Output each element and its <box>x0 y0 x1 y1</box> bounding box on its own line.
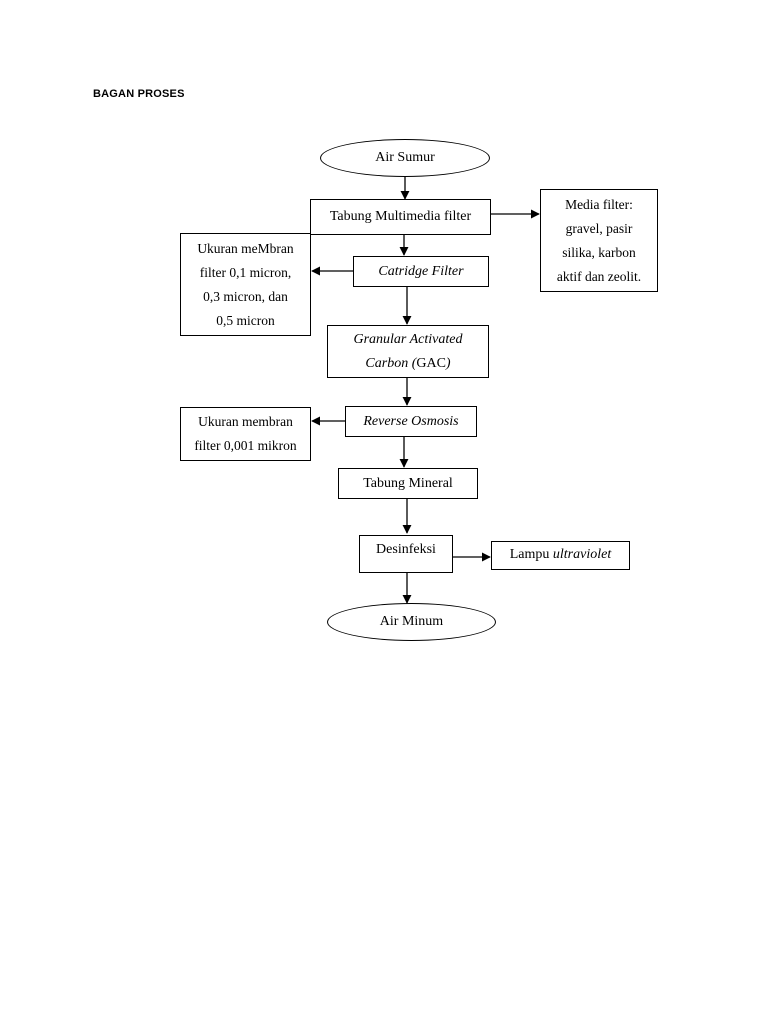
membran-cartridge-line: filter 0,1 micron, <box>199 264 292 280</box>
node-tabung-multimedia-label: Tabung Multimedia filter <box>329 209 472 224</box>
node-air-minum-label: Air Minum <box>379 614 444 629</box>
node-air-sumur: Air Sumur <box>320 139 490 177</box>
node-lampu-uv-label: Lampu ultraviolet <box>510 544 611 566</box>
gac-line2-close: ) <box>445 355 451 371</box>
gac-line1: Granular Activated <box>353 331 463 347</box>
membran-cartridge-line: Ukuran meMbran <box>197 240 294 256</box>
lampu-normal: Lampu <box>509 547 553 562</box>
node-tabung-multimedia: Tabung Multimedia filter <box>310 199 491 235</box>
node-desinfeksi: Desinfeksi <box>359 535 453 573</box>
node-cartridge-filter: Catridge Filter <box>353 256 489 287</box>
membran-ro-line: filter 0,001 mikron <box>194 438 297 453</box>
page-heading: BAGAN PROSES <box>93 88 185 100</box>
node-gac: Granular Activated Carbon (GAC) <box>327 325 489 378</box>
node-membran-ro: Ukuran membran filter 0,001 mikron <box>180 407 311 461</box>
membran-ro-line: Ukuran membran <box>198 414 293 429</box>
node-media-filter: Media filter: gravel, pasir silika, karb… <box>540 189 658 292</box>
media-filter-line: Media filter: <box>565 196 633 212</box>
node-air-sumur-label: Air Sumur <box>375 150 435 165</box>
gac-line2-normal: GAC <box>416 355 446 371</box>
gac-line2-italic: Carbon ( <box>365 355 417 371</box>
node-lampu-uv: Lampu ultraviolet <box>491 541 630 570</box>
node-reverse-osmosis-label: Reverse Osmosis <box>363 413 459 429</box>
lampu-italic: ultraviolet <box>552 547 612 562</box>
node-tabung-mineral: Tabung Mineral <box>338 468 478 499</box>
media-filter-line: aktif dan zeolit. <box>556 268 642 284</box>
node-desinfeksi-label: Desinfeksi <box>376 542 436 557</box>
node-reverse-osmosis: Reverse Osmosis <box>345 406 477 437</box>
membran-cartridge-line: 0,5 micron <box>216 312 275 328</box>
membran-cartridge-line: 0,3 micron, dan <box>203 288 288 304</box>
media-filter-line: silika, karbon <box>562 244 636 260</box>
node-tabung-mineral-label: Tabung Mineral <box>363 475 453 491</box>
node-cartridge-filter-label: Catridge Filter <box>378 263 464 279</box>
gac-line2: Carbon (GAC) <box>365 352 450 376</box>
media-filter-line: gravel, pasir <box>565 220 633 236</box>
node-air-minum: Air Minum <box>327 603 496 641</box>
node-membran-cartridge: Ukuran meMbran filter 0,1 micron, 0,3 mi… <box>180 233 311 336</box>
